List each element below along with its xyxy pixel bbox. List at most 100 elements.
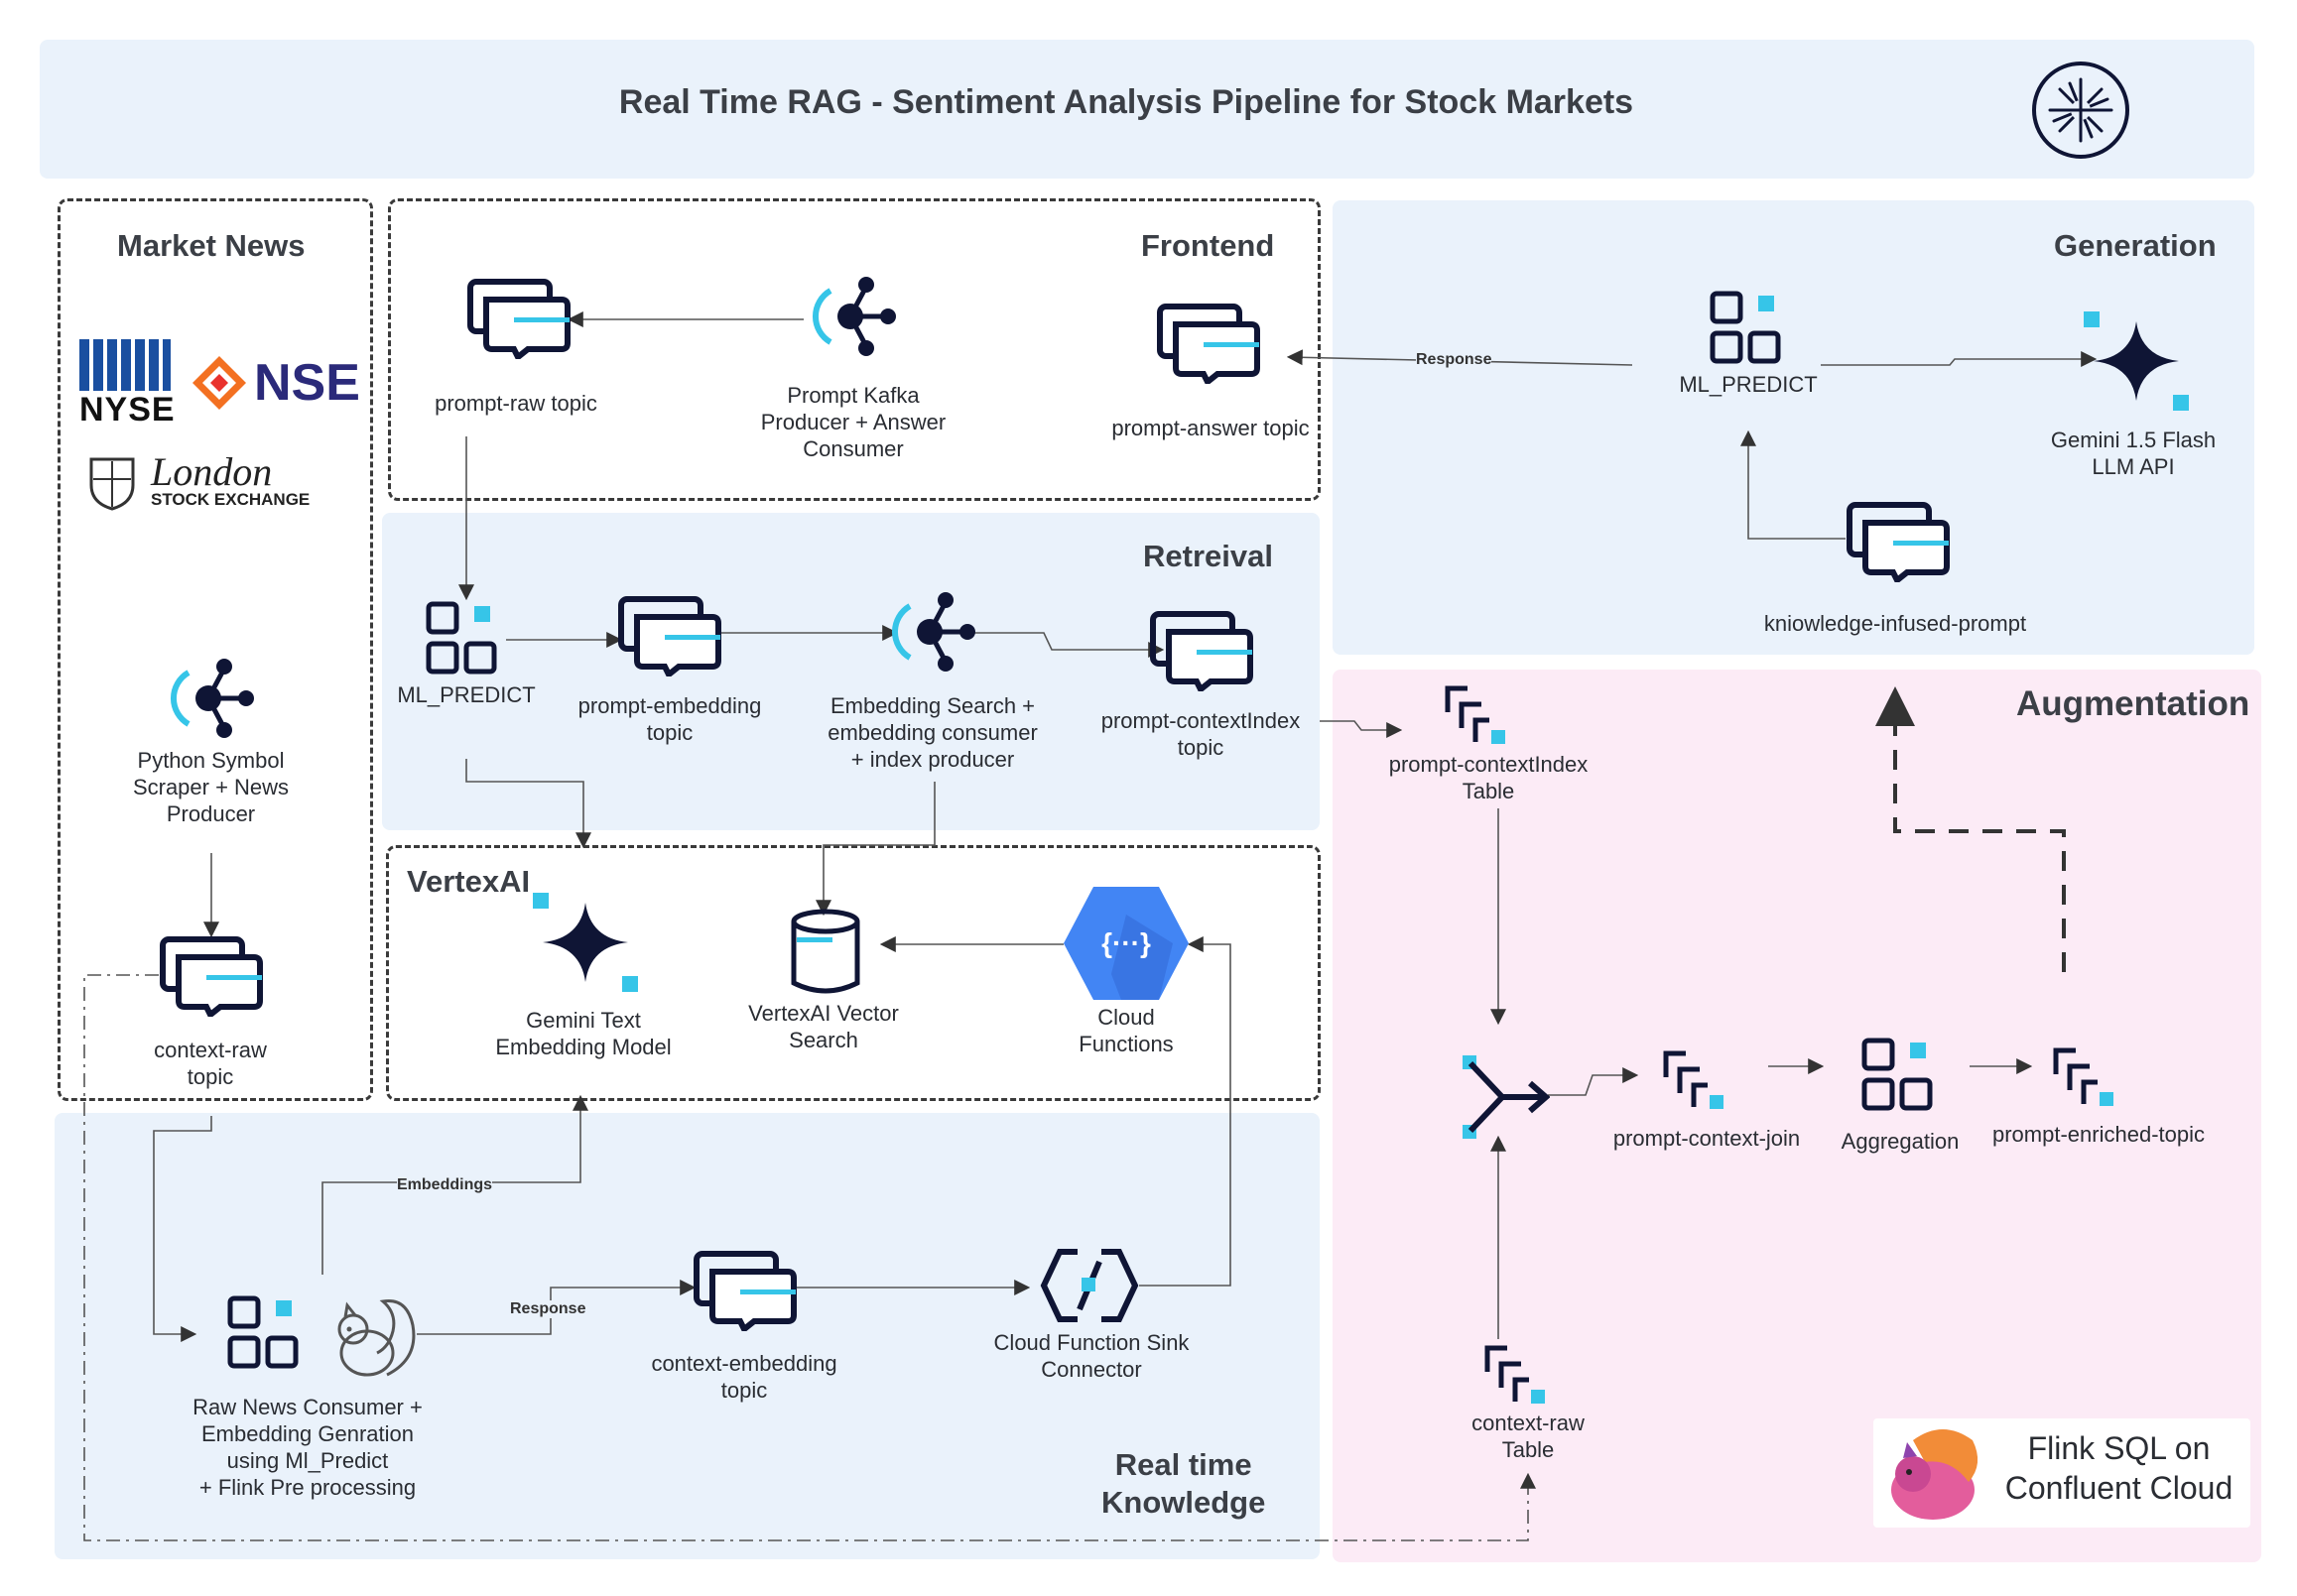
context-raw-topic-line1: context-raw bbox=[154, 1038, 267, 1062]
embedding-search-line1: Embedding Search + bbox=[829, 693, 1036, 718]
edge-enriched-to-knowledge bbox=[1875, 686, 2066, 972]
context-embedding-line1: context-embedding bbox=[651, 1351, 837, 1376]
gen-ml-predict-label: ML_PREDICT bbox=[1679, 372, 1818, 397]
edge-label-embeddings: Embeddings bbox=[397, 1176, 493, 1194]
realtime-title-line1: Real time bbox=[1114, 1447, 1252, 1482]
realtime-knowledge-panel bbox=[55, 1113, 1320, 1559]
raw-news-consumer-line1: Raw News Consumer + bbox=[192, 1395, 423, 1419]
vertexai-title: VertexAI bbox=[407, 864, 531, 899]
cloud-functions-line1: Cloud bbox=[1097, 1005, 1155, 1030]
prompt-producer-line1: Prompt Kafka bbox=[787, 383, 920, 408]
context-raw-table-line1: context-raw bbox=[1471, 1411, 1585, 1435]
prompt-contextindex-table-line2: Table bbox=[1462, 779, 1515, 803]
prompt-producer-label: Prompt Kafka Producer + Answer Consumer bbox=[734, 382, 972, 462]
edge-knowledge-to-ml-predict bbox=[1740, 430, 1846, 540]
prompt-raw-label: prompt-raw topic bbox=[435, 391, 597, 416]
raw-news-consumer-label: Raw News Consumer + Embedding Genration … bbox=[159, 1394, 456, 1501]
gemini-text-line1: Gemini Text bbox=[526, 1008, 641, 1033]
prompt-context-join-table-icon bbox=[1663, 1050, 1723, 1109]
cloud-functions-line2: Functions bbox=[1079, 1032, 1174, 1056]
raw-news-consumer-ml-icon bbox=[227, 1295, 299, 1369]
market-news-title: Market News bbox=[117, 228, 306, 263]
frontend-title: Frontend bbox=[1141, 228, 1275, 263]
context-raw-topic-line2: topic bbox=[187, 1064, 234, 1089]
lse-text-line1: London bbox=[151, 449, 273, 494]
confluent-logo bbox=[2032, 61, 2129, 159]
nyse-text: NYSE bbox=[79, 391, 176, 429]
prompt-contextindex-topic-icon bbox=[1150, 611, 1253, 691]
svg-text:{···}: {···} bbox=[1101, 927, 1151, 958]
context-embedding-label: context-embedding topic bbox=[635, 1350, 853, 1404]
sink-connector-line1: Cloud Function Sink bbox=[993, 1330, 1190, 1355]
nyse-pillars bbox=[79, 339, 171, 391]
edge-sink-to-cloudfn bbox=[1139, 936, 1231, 1287]
embedding-search-line2: embedding consumer bbox=[828, 720, 1038, 745]
gemini-flash-sparkle-icon bbox=[2084, 311, 2189, 411]
prompt-enriched-label: prompt-enriched-topic bbox=[1992, 1122, 2205, 1147]
prompt-producer-kafka-icon bbox=[812, 277, 896, 356]
sink-connector-line2: Connector bbox=[1041, 1357, 1142, 1382]
python-scraper-label: Python Symbol Scraper + News Producer bbox=[109, 747, 313, 827]
prompt-contextindex-topic-line1: prompt-contextIndex bbox=[1100, 708, 1301, 733]
gemini-flash-line2: LLM API bbox=[2092, 454, 2175, 479]
python-scraper-line3: Producer bbox=[166, 801, 256, 826]
context-embedding-topic-icon bbox=[694, 1251, 797, 1331]
edge-search-to-contextindex bbox=[970, 632, 1165, 658]
title-banner bbox=[40, 40, 2254, 179]
edge-contextindex-topic-to-table bbox=[1320, 720, 1403, 738]
context-raw-table-label: context-raw Table bbox=[1429, 1410, 1627, 1463]
realtime-title-line2: Knowledge bbox=[1101, 1485, 1266, 1520]
join-merge-icon bbox=[1463, 1055, 1550, 1139]
prompt-context-join-label: prompt-context-join bbox=[1612, 1126, 1801, 1151]
edge-ml-predict-to-gemini bbox=[1821, 351, 2098, 367]
prompt-contextindex-topic-label: prompt-contextIndex topic bbox=[1091, 707, 1310, 761]
prompt-embedding-line2: topic bbox=[646, 720, 694, 745]
prompt-enriched-table-icon bbox=[2053, 1047, 2113, 1106]
prompt-embedding-label: prompt-embedding topic bbox=[566, 692, 774, 746]
prompt-raw-topic-icon bbox=[467, 279, 571, 359]
generation-panel bbox=[1333, 200, 2254, 655]
lse-logo: London STOCK EXCHANGE bbox=[81, 451, 310, 513]
gemini-flash-label: Gemini 1.5 Flash LLM API bbox=[2034, 427, 2233, 480]
cloud-functions-label: Cloud Functions bbox=[1027, 1004, 1225, 1057]
prompt-contextindex-table-icon bbox=[1445, 685, 1505, 744]
vector-search-database-icon bbox=[791, 909, 860, 994]
frontend-container bbox=[388, 198, 1321, 501]
python-scraper-line1: Python Symbol bbox=[137, 748, 285, 773]
nse-logo: NSE bbox=[191, 353, 360, 413]
prompt-producer-line2: Producer + Answer bbox=[760, 410, 947, 434]
generation-title: Generation bbox=[2054, 228, 2217, 263]
aggregation-icon bbox=[1861, 1038, 1933, 1111]
vector-search-label: VertexAI Vector Search bbox=[724, 1000, 923, 1053]
python-scraper-kafka-icon bbox=[170, 659, 254, 738]
prompt-answer-label: prompt-answer topic bbox=[1111, 416, 1310, 440]
context-raw-topic-label: context-raw topic bbox=[111, 1037, 310, 1090]
lse-crest-icon bbox=[89, 457, 135, 511]
knowledge-prompt-label: kniowledge-infused-prompt bbox=[1763, 611, 2027, 636]
edge-context-raw-to-consumer bbox=[153, 1116, 212, 1342]
gemini-text-label: Gemini Text Embedding Model bbox=[474, 1007, 693, 1060]
edge-label-response-top: Response bbox=[1416, 351, 1492, 369]
gemini-flash-line1: Gemini 1.5 Flash bbox=[2050, 428, 2217, 452]
flink-badge-line1: Flink SQL on bbox=[2027, 1430, 2211, 1466]
embedding-search-kafka-icon bbox=[891, 592, 975, 672]
context-raw-table-line2: Table bbox=[1501, 1437, 1555, 1462]
prompt-contextindex-topic-line2: topic bbox=[1177, 735, 1224, 760]
edge-ml-predict-to-vertexai bbox=[465, 759, 591, 849]
raw-news-consumer-line3: using Ml_Predict bbox=[226, 1448, 389, 1473]
prompt-embedding-topic-icon bbox=[618, 596, 721, 676]
embedding-search-line3: + index producer bbox=[850, 747, 1015, 772]
cloud-functions-icon: {···} bbox=[1064, 887, 1189, 1000]
lse-text-line2: STOCK EXCHANGE bbox=[151, 490, 311, 509]
edge-join-to-prompt-context-join bbox=[1548, 1067, 1639, 1096]
prompt-answer-topic-icon bbox=[1157, 304, 1260, 384]
vector-search-line2: Search bbox=[789, 1028, 858, 1052]
flink-squirrel-icon bbox=[337, 1299, 416, 1377]
market-news-container bbox=[58, 198, 373, 1101]
retrieval-panel bbox=[382, 513, 1320, 830]
gemini-text-sparkle-icon bbox=[533, 893, 638, 992]
prompt-embedding-line1: prompt-embedding bbox=[577, 693, 762, 718]
sink-connector-icon bbox=[1040, 1249, 1139, 1322]
sink-connector-label: Cloud Function Sink Connector bbox=[972, 1329, 1211, 1383]
nyse-logo: NYSE bbox=[79, 339, 176, 430]
